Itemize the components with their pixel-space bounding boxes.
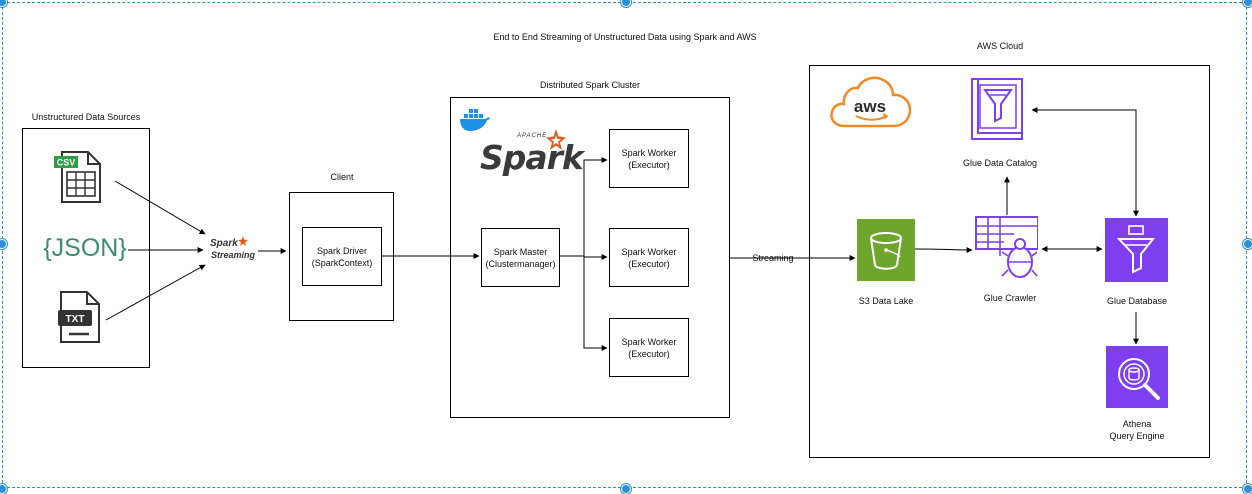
edge-master-to-worker-1[interactable] bbox=[560, 157, 608, 257]
s3-data-lake-label[interactable]: S3 Data Lake bbox=[858, 296, 914, 306]
sources-title[interactable]: Unstructured Data Sources bbox=[31, 112, 141, 122]
resize-handle-right-mid[interactable] bbox=[1243, 239, 1252, 249]
csv-file-icon[interactable]: CSV bbox=[52, 150, 102, 206]
json-text: {JSON} bbox=[43, 234, 127, 262]
spark-driver-line2: (SparkContext) bbox=[311, 258, 373, 268]
s3-data-lake-icon[interactable] bbox=[857, 219, 915, 281]
glue-crawler-label[interactable]: Glue Crawler bbox=[983, 293, 1037, 303]
resize-handle-top-right[interactable] bbox=[1243, 0, 1252, 7]
spark-streaming-bottom: Streaming bbox=[211, 250, 256, 260]
csv-badge-text: CSV bbox=[57, 158, 76, 168]
spark-worker-2-line2: (Executor) bbox=[628, 259, 670, 269]
spark-worker-1-line2: (Executor) bbox=[628, 160, 670, 170]
athena-label-line1[interactable]: Athena bbox=[1122, 419, 1152, 429]
resize-handle-left-mid[interactable] bbox=[0, 239, 7, 249]
diagram-title[interactable]: End to End Streaming of Unstructured Dat… bbox=[493, 32, 757, 42]
json-source-label[interactable]: {JSON} bbox=[40, 233, 130, 263]
apache-spark-logo[interactable]: APACHE Spark bbox=[480, 128, 584, 177]
spark-worker-3-line1: Spark Worker bbox=[621, 337, 677, 347]
spark-star-icon bbox=[546, 129, 566, 150]
apache-small-text: APACHE bbox=[517, 133, 548, 139]
aws-cloud-title[interactable]: AWS Cloud bbox=[976, 41, 1024, 51]
glue-data-catalog-label[interactable]: Glue Data Catalog bbox=[962, 158, 1038, 168]
txt-file-icon[interactable]: TXT bbox=[55, 290, 103, 346]
spark-driver-box[interactable]: Spark Driver (SparkContext) bbox=[302, 227, 382, 286]
athena-label-line2[interactable]: Query Engine bbox=[1109, 431, 1165, 441]
spark-streaming-logo[interactable]: Spark Streaming bbox=[207, 236, 263, 264]
spark-master-box[interactable]: Spark Master (Clustermanager) bbox=[481, 228, 560, 287]
athena-icon[interactable] bbox=[1106, 346, 1168, 408]
edge-master-to-worker-3[interactable] bbox=[583, 256, 608, 351]
txt-badge-text: TXT bbox=[66, 314, 85, 325]
aws-logo-text: aws bbox=[854, 97, 886, 116]
spark-worker-box-2[interactable]: Spark Worker (Executor) bbox=[609, 228, 689, 287]
glue-crawler-icon[interactable] bbox=[974, 216, 1038, 282]
spark-star-small-icon bbox=[238, 236, 248, 246]
spark-worker-box-1[interactable]: Spark Worker (Executor) bbox=[609, 129, 689, 188]
spark-worker-2-line1: Spark Worker bbox=[621, 247, 677, 257]
spark-big-text: Spark bbox=[480, 138, 584, 177]
edge-txt-to-streaming[interactable] bbox=[105, 264, 206, 321]
edge-catalog-database[interactable] bbox=[1031, 107, 1139, 217]
glue-database-label[interactable]: Glue Database bbox=[1106, 296, 1168, 306]
spark-streaming-top: Spark bbox=[210, 238, 238, 249]
cluster-title[interactable]: Distributed Spark Cluster bbox=[539, 80, 641, 90]
spark-master-line1: Spark Master bbox=[493, 247, 548, 257]
resize-handle-top-left[interactable] bbox=[0, 0, 7, 7]
spark-driver-line1: Spark Driver bbox=[316, 246, 367, 256]
resize-handle-top-mid[interactable] bbox=[621, 0, 631, 7]
client-title[interactable]: Client bbox=[330, 172, 354, 182]
aws-cloud-logo-icon[interactable]: aws bbox=[828, 74, 914, 130]
docker-icon[interactable] bbox=[459, 108, 491, 132]
spark-master-line2: (Clustermanager) bbox=[485, 259, 556, 269]
edge-csv-to-streaming[interactable] bbox=[114, 180, 206, 235]
spark-worker-box-3[interactable]: Spark Worker (Executor) bbox=[609, 318, 689, 377]
spark-worker-3-line2: (Executor) bbox=[628, 349, 670, 359]
glue-database-icon[interactable] bbox=[1105, 218, 1168, 282]
spark-worker-1-line1: Spark Worker bbox=[621, 148, 677, 158]
glue-data-catalog-icon[interactable] bbox=[968, 76, 1030, 142]
edge-s3-to-crawler[interactable] bbox=[914, 246, 973, 253]
